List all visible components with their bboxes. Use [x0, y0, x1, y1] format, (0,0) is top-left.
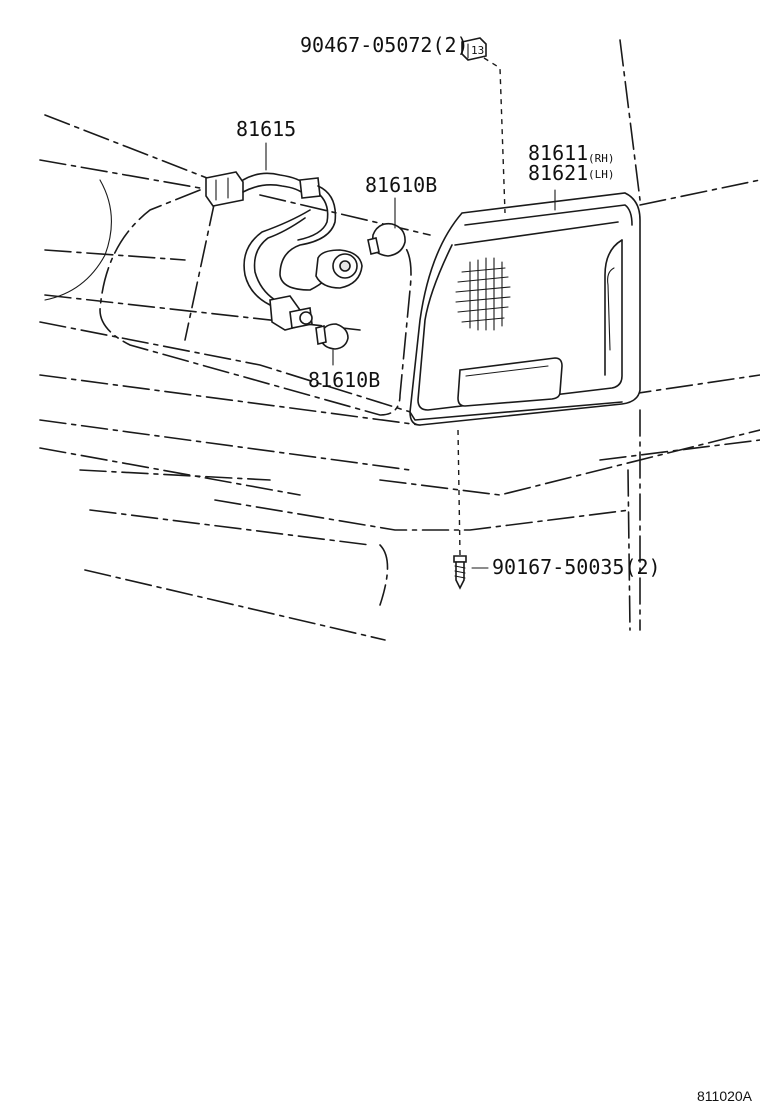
clip-nut-size-label: 13	[471, 44, 484, 57]
figure-reference-code: 811020A	[697, 1088, 753, 1104]
wire-harness	[205, 171, 363, 331]
lamp-assembly	[409, 189, 641, 426]
part-label-clip-nut: 90467-05072(2)	[300, 33, 469, 57]
bulb-lower	[315, 323, 349, 366]
part-side-rh: (RH)	[588, 152, 615, 165]
lamp-reflector-grid	[455, 257, 511, 331]
part-label-wire-harness: 81615	[236, 117, 296, 141]
clip-nut-part: 13	[461, 37, 506, 214]
bulb-upper	[367, 197, 406, 257]
part-side-lh: (LH)	[588, 168, 615, 181]
part-label-screw: 90167-50035(2)	[492, 555, 661, 579]
screw-part	[453, 429, 489, 590]
part-label-bulb-upper: 81610B	[365, 173, 437, 197]
part-label-bulb-lower: 81610B	[308, 368, 380, 392]
part-label-lamp-lh: 81621	[528, 161, 588, 185]
part-label-lamp-rh: 81611	[528, 141, 588, 165]
vehicle-body-outline	[39, 39, 760, 641]
